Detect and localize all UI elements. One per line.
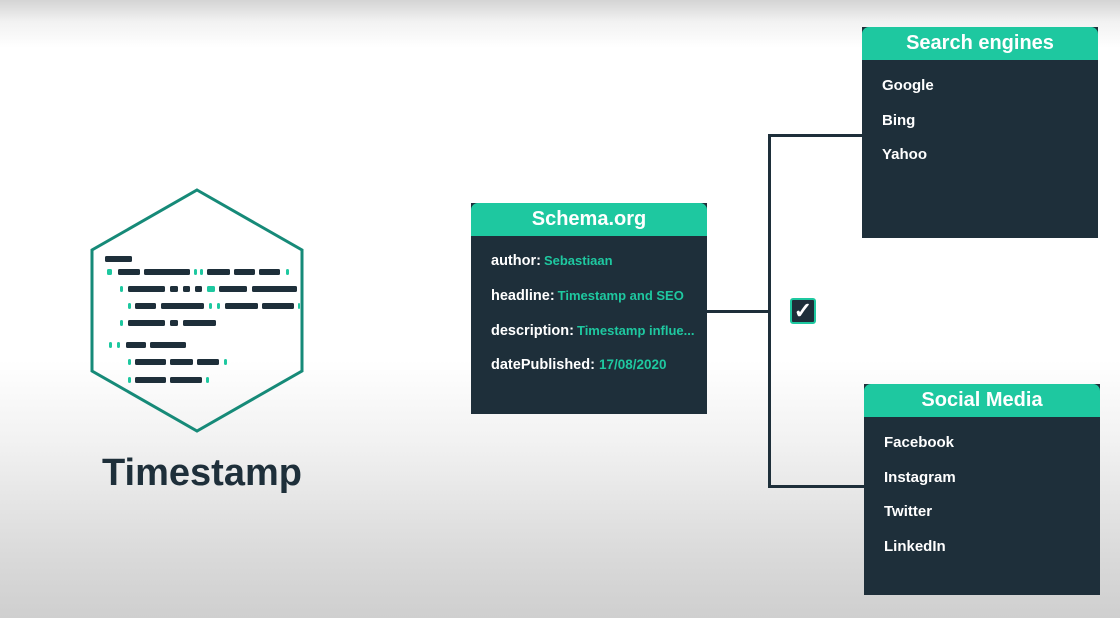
list-item: Bing: [882, 111, 916, 129]
search-engines-header: Search engines: [862, 27, 1098, 60]
field-key: datePublished:: [491, 357, 595, 373]
code-line-segment: [219, 286, 247, 292]
schema-field-author: author:Sebastiaan: [491, 253, 613, 269]
code-line-segment: [150, 342, 186, 348]
field-key: headline:: [491, 288, 555, 304]
code-line-segment: [135, 303, 156, 309]
code-line-segment: [183, 320, 216, 326]
code-line-segment: [224, 359, 227, 365]
code-line-segment: [298, 303, 300, 309]
code-line-segment: [217, 303, 220, 309]
connector-to-social-media: [768, 485, 864, 488]
social-media-header: Social Media: [864, 384, 1100, 417]
field-key: author:: [491, 253, 541, 269]
code-line-segment: [262, 303, 294, 309]
code-line-segment: [105, 256, 132, 262]
schema-field-headline: headline:Timestamp and SEO: [491, 288, 684, 304]
code-line-segment: [197, 359, 219, 365]
code-line-segment: [207, 269, 230, 275]
field-value: Sebastiaan: [543, 253, 613, 268]
code-line-segment: [120, 320, 123, 326]
search-engines-card: Search engines Google Bing Yahoo: [862, 27, 1098, 238]
code-line-segment: [161, 303, 204, 309]
code-line-segment: [128, 286, 165, 292]
schema-card-header: Schema.org: [471, 203, 707, 236]
code-line-segment: [206, 377, 209, 383]
code-line-segment: [135, 377, 166, 383]
field-value: Timestamp influe...: [576, 323, 695, 338]
code-line-segment: [117, 342, 120, 348]
code-line-segment: [118, 269, 140, 275]
list-item: Twitter: [884, 503, 933, 520]
code-line-segment: [170, 286, 178, 292]
code-line-segment: [170, 359, 193, 365]
code-line-segment: [109, 342, 112, 348]
field-key: description:: [491, 323, 574, 339]
schema-field-datepublished: datePublished:17/08/2020: [491, 357, 667, 373]
list-item: Google: [882, 77, 934, 94]
checkmark-icon: ✓: [790, 298, 816, 324]
list-item: Yahoo: [882, 146, 928, 163]
code-line-segment: [128, 320, 165, 326]
list-item: Facebook: [884, 434, 955, 451]
field-value: Timestamp and SEO: [557, 288, 684, 303]
code-line-segment: [144, 269, 190, 275]
code-line-segment: [128, 377, 131, 383]
code-line-segment: [225, 303, 258, 309]
connector-branch-vertical: [768, 134, 771, 488]
hexagon-outline: [90, 188, 304, 433]
code-line-segment: [252, 286, 297, 292]
code-line-segment: [207, 286, 215, 292]
code-line-segment: [194, 269, 197, 275]
code-line-segment: [126, 342, 146, 348]
field-value: 17/08/2020: [598, 357, 667, 372]
code-line-segment: [128, 303, 131, 309]
code-line-segment: [200, 269, 203, 275]
code-line-segment: [170, 320, 178, 326]
code-line-segment: [135, 359, 166, 365]
diagram-title: Timestamp: [102, 452, 302, 494]
connector-to-search-engines: [768, 134, 862, 137]
connector-schema-to-branch: [707, 310, 771, 313]
code-line-segment: [128, 359, 131, 365]
code-line-segment: [286, 269, 289, 275]
code-line-segment: [183, 286, 190, 292]
code-line-segment: [234, 269, 255, 275]
code-line-segment: [259, 269, 280, 275]
search-engines-list: Google Bing Yahoo: [882, 76, 934, 180]
list-item: Instagram: [884, 468, 956, 486]
social-media-card: Social Media Facebook Instagram Twitter …: [864, 384, 1100, 595]
schema-field-description: description:Timestamp influe...: [491, 323, 695, 339]
code-line-segment: [170, 377, 202, 383]
social-media-list: Facebook Instagram Twitter LinkedIn: [884, 433, 956, 571]
code-lines-icon: [105, 256, 300, 383]
code-line-segment: [195, 286, 202, 292]
code-line-segment: [120, 286, 123, 292]
schema-card: Schema.org author:Sebastiaan headline:Ti…: [471, 203, 707, 414]
list-item: LinkedIn: [884, 537, 946, 555]
code-line-segment: [107, 269, 112, 275]
code-line-segment: [209, 303, 212, 309]
